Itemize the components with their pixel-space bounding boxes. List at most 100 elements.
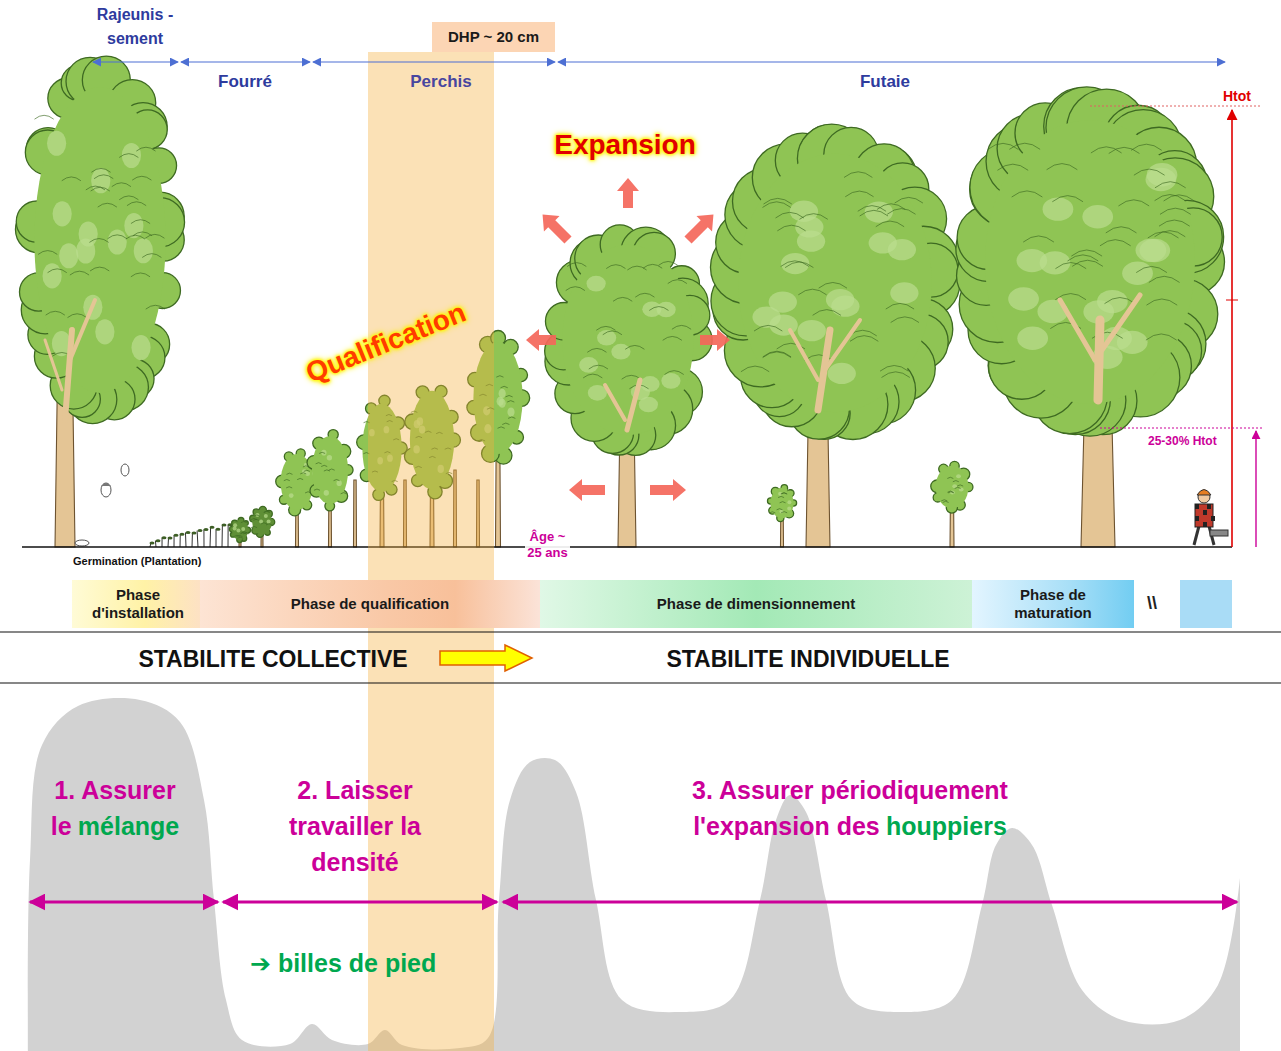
crown-highlight: [497, 397, 504, 406]
crown-shading: [813, 310, 841, 316]
crown-highlight: [587, 276, 606, 292]
crown-shading: [1106, 227, 1137, 233]
crown-shading: [68, 314, 87, 318]
crown-highlight: [790, 201, 818, 222]
total-height-arrow: [1231, 110, 1233, 547]
crown-shading: [1146, 299, 1177, 305]
stage-note: Germination (Plantation): [73, 555, 201, 568]
crown-highlight: [787, 500, 791, 504]
crown-shading: [70, 271, 89, 275]
crown-shading: [237, 537, 243, 538]
crown-shading: [496, 376, 503, 377]
seedling-leaf: [156, 539, 161, 542]
crown-body: [936, 466, 969, 509]
node-text: Phase de qualification: [291, 595, 449, 613]
crown-shading: [659, 261, 678, 265]
crown-shading: [319, 452, 325, 453]
crown-shading: [38, 251, 57, 255]
crown-shading: [781, 261, 809, 267]
shirt: [1195, 504, 1213, 527]
bole-height-line: [1100, 428, 1264, 429]
crown-highlight: [826, 289, 854, 310]
crown-highlight: [661, 373, 680, 389]
outcome-note: ➔ billes de pied: [250, 948, 436, 978]
crown-shading: [957, 485, 963, 486]
crown-shading: [266, 524, 272, 525]
crown-highlight: [828, 363, 856, 384]
crown-body: [34, 87, 165, 393]
crown-shading: [819, 282, 847, 288]
crown-shading: [234, 535, 240, 536]
tree-crown: [956, 87, 1225, 436]
tree-branch: [45, 340, 62, 390]
stage-range-arrow: [558, 61, 1225, 62]
crown-body: [985, 120, 1195, 404]
shirt-check: [1195, 504, 1199, 509]
phase-continuation-box: [1180, 580, 1232, 628]
crown-shading: [119, 196, 138, 200]
period-range-arrow: [30, 901, 218, 904]
node-text: Phase d'installation: [76, 586, 200, 622]
crown-shading: [663, 336, 682, 340]
crown-shading: [781, 493, 787, 494]
instruction-block: 1. Assurer lemélange: [15, 772, 215, 844]
crown-shading: [321, 465, 327, 466]
seedling: [210, 527, 212, 547]
crown-shading: [1155, 231, 1186, 237]
crown-shading: [264, 511, 270, 512]
acorn: [121, 464, 129, 476]
seedling: [180, 534, 181, 547]
crown-shading: [86, 186, 105, 190]
crown-shading: [988, 143, 1019, 149]
crown-shading: [501, 386, 508, 387]
expansion-arrow: [650, 479, 686, 501]
tree-crown: [307, 430, 353, 511]
transition-arrow: [440, 645, 532, 671]
stability-label: STABILITE COLLECTIVE: [138, 645, 407, 673]
shirt-check: [1203, 522, 1207, 527]
expansion-arrow: [680, 207, 721, 248]
bole-height-arrow: [1255, 431, 1256, 547]
crown-shading: [505, 395, 512, 396]
crown-shading: [264, 511, 270, 512]
acorn: [101, 483, 111, 497]
crown-shading: [341, 493, 347, 494]
helmet: [1197, 490, 1211, 496]
crown-shading: [1146, 334, 1177, 340]
crown-shading: [947, 491, 953, 492]
crown-body: [738, 154, 932, 412]
crown-shading: [1047, 164, 1078, 170]
crown-shading: [241, 522, 247, 523]
crown-shading: [587, 348, 606, 352]
node-text: Phase de dimensionnement: [657, 595, 855, 613]
crown-shading: [1055, 263, 1086, 269]
crown-highlight: [134, 238, 153, 263]
crown-highlight: [1117, 331, 1148, 354]
crown-highlight: [639, 397, 658, 413]
crown-shading: [763, 352, 791, 358]
crown-shading: [1118, 200, 1149, 206]
crown-shading: [90, 267, 109, 271]
crown-shading: [635, 293, 654, 297]
crown-shading: [46, 311, 65, 315]
ground-line: [22, 546, 1232, 548]
crown-shading: [91, 168, 110, 172]
crown-shading: [596, 326, 615, 330]
expansion-arrow: [700, 329, 730, 351]
crown-highlight: [642, 301, 661, 317]
tree-trunk: [354, 480, 357, 547]
seedling: [228, 525, 229, 547]
crown-shading: [48, 269, 67, 273]
crown-shading: [589, 365, 608, 369]
crown-body: [252, 509, 272, 535]
phase-box: Phase d'installation: [72, 580, 204, 628]
crown-shading: [316, 463, 322, 464]
crown-shading: [1149, 276, 1180, 282]
crown-shading: [887, 209, 915, 215]
node-text: DHP ~ 20 cm: [448, 28, 539, 46]
crown-body: [771, 488, 794, 519]
crown-shading: [142, 254, 161, 258]
crown-shading: [286, 487, 292, 488]
crown-shading: [1160, 208, 1191, 214]
crown-highlight: [640, 376, 659, 392]
